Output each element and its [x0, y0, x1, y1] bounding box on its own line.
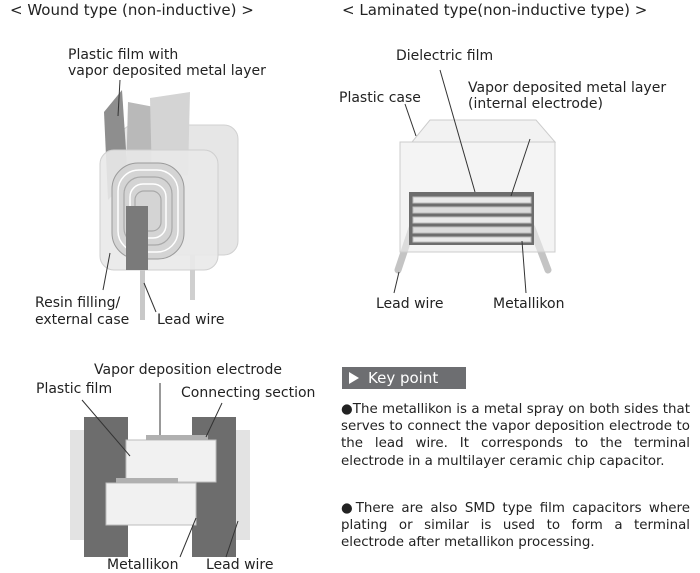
- label-vapor-deposition-electrode: Vapor deposition electrode: [94, 362, 282, 378]
- key-point-paragraph-2: ●There are also SMD type film capacitors…: [341, 501, 690, 551]
- label-dielectric-film: Dielectric film: [396, 48, 494, 64]
- label-resin-filling-line2: external case: [35, 312, 130, 328]
- cross-film-lower: [105, 482, 197, 526]
- key-point-paragraph-1: ●The metallikon is a metal spray on both…: [341, 402, 690, 469]
- cross-film-upper: [125, 439, 217, 483]
- wound-lead-terminal: [126, 206, 148, 270]
- header-laminated-type: < Laminated type(non-inductive type) >: [342, 1, 648, 19]
- cross-lead-wire-right: [232, 430, 250, 540]
- label-vapor-metal-layer-line2: (internal electrode): [468, 96, 603, 112]
- label-resin-filling-line1: Resin filling/: [35, 295, 121, 311]
- label-cross-lead-wire: Lead wire: [206, 557, 274, 573]
- cross-section-illustration: [70, 383, 250, 558]
- laminated-capacitor-illustration: [393, 69, 557, 294]
- label-plastic-film-line2: vapor deposited metal layer: [68, 63, 266, 79]
- label-laminated-lead-wire: Lead wire: [376, 296, 444, 312]
- label-wound-lead-wire: Lead wire: [157, 312, 225, 328]
- header-wound-type: < Wound type (non-inductive) >: [10, 1, 254, 19]
- key-point-title: Key point: [368, 369, 439, 387]
- cross-lead-wire-left: [70, 430, 88, 540]
- label-laminated-metallikon: Metallikon: [493, 296, 565, 312]
- play-triangle-icon: [349, 372, 359, 384]
- cross-vapor-electrode-upper: [146, 435, 208, 440]
- label-cross-metallikon: Metallikon: [107, 557, 179, 573]
- wound-lead-wire-left: [140, 250, 145, 320]
- laminated-case-top: [410, 119, 557, 143]
- wound-capacitor-illustration: [99, 79, 239, 320]
- label-plastic-film-line1: Plastic film with: [68, 47, 179, 63]
- cross-vapor-electrode-lower: [116, 478, 178, 483]
- wound-lead-wire-right: [190, 245, 195, 300]
- label-plastic-case: Plastic case: [339, 90, 421, 106]
- label-vapor-metal-layer-line1: Vapor deposited metal layer: [468, 80, 667, 96]
- key-point-banner: [342, 367, 466, 389]
- label-connecting-section: Connecting section: [181, 385, 316, 401]
- label-cross-plastic-film: Plastic film: [36, 381, 113, 397]
